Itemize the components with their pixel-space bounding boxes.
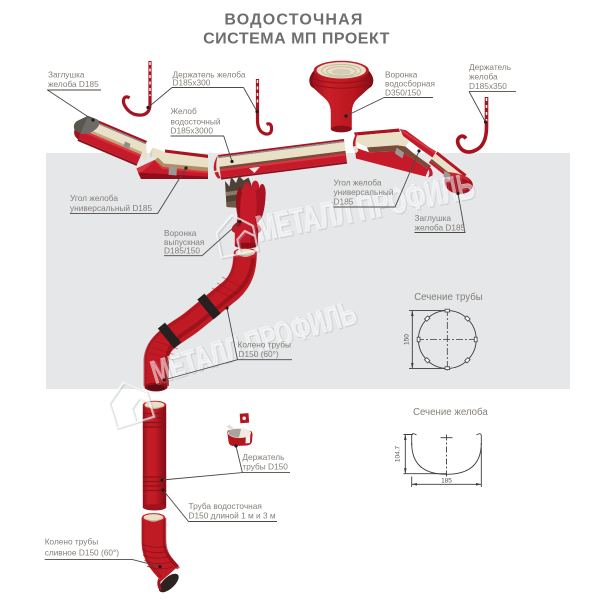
- svg-text:D185: D185: [334, 196, 354, 206]
- svg-text:желоба: желоба: [469, 72, 498, 82]
- svg-text:Колено трубы: Колено трубы: [45, 537, 99, 547]
- svg-text:желоба D185: желоба D185: [415, 222, 466, 232]
- svg-text:D185x300: D185x300: [173, 77, 211, 87]
- svg-text:104.7: 104.7: [395, 445, 402, 462]
- svg-text:Держатель: Держатель: [469, 62, 511, 72]
- svg-text:Желоб: Желоб: [171, 106, 197, 116]
- svg-text:Сечение желоба: Сечение желоба: [413, 407, 488, 418]
- svg-text:D150 (60°): D150 (60°): [239, 349, 279, 359]
- svg-text:D185/150: D185/150: [164, 246, 200, 256]
- svg-text:185: 185: [441, 478, 452, 485]
- svg-text:D150 длиной 1 м и 3 м: D150 длиной 1 м и 3 м: [189, 511, 276, 521]
- svg-text:универсальный: универсальный: [334, 187, 394, 197]
- svg-text:выпускная: выпускная: [164, 237, 204, 247]
- svg-text:D185x350: D185x350: [469, 81, 507, 91]
- svg-text:водосточный: водосточный: [171, 117, 221, 127]
- svg-text:сливное D150 (60°): сливное D150 (60°): [45, 548, 120, 558]
- svg-text:желоба D185: желоба D185: [48, 79, 99, 89]
- svg-text:Держатель: Держатель: [242, 452, 284, 462]
- svg-text:Труба водосточная: Труба водосточная: [189, 501, 262, 511]
- svg-text:СИСТЕМА МП ПРОЕКТ: СИСТЕМА МП ПРОЕКТ: [203, 30, 390, 47]
- svg-text:150: 150: [403, 334, 410, 345]
- svg-text:Угол желоба: Угол желоба: [334, 178, 382, 188]
- svg-text:трубы D150: трубы D150: [242, 462, 288, 472]
- svg-text:Заглушка: Заглушка: [48, 70, 85, 80]
- svg-text:Колено трубы: Колено трубы: [238, 340, 292, 350]
- svg-text:Держатель желоба: Держатель желоба: [173, 70, 246, 80]
- svg-text:Воронка: Воронка: [385, 70, 418, 80]
- svg-text:водосборная: водосборная: [385, 79, 435, 89]
- svg-text:D185x3000: D185x3000: [171, 126, 214, 136]
- svg-text:D350/150: D350/150: [385, 88, 421, 98]
- svg-text:Сечение трубы: Сечение трубы: [414, 292, 483, 303]
- svg-text:универсальный D185: универсальный D185: [70, 203, 153, 213]
- svg-text:ВОДОСТОЧНАЯ: ВОДОСТОЧНАЯ: [224, 12, 363, 29]
- svg-text:Угол желоба: Угол желоба: [70, 193, 118, 203]
- svg-text:Заглушка: Заглушка: [415, 213, 452, 223]
- svg-text:Воронка: Воронка: [164, 228, 197, 238]
